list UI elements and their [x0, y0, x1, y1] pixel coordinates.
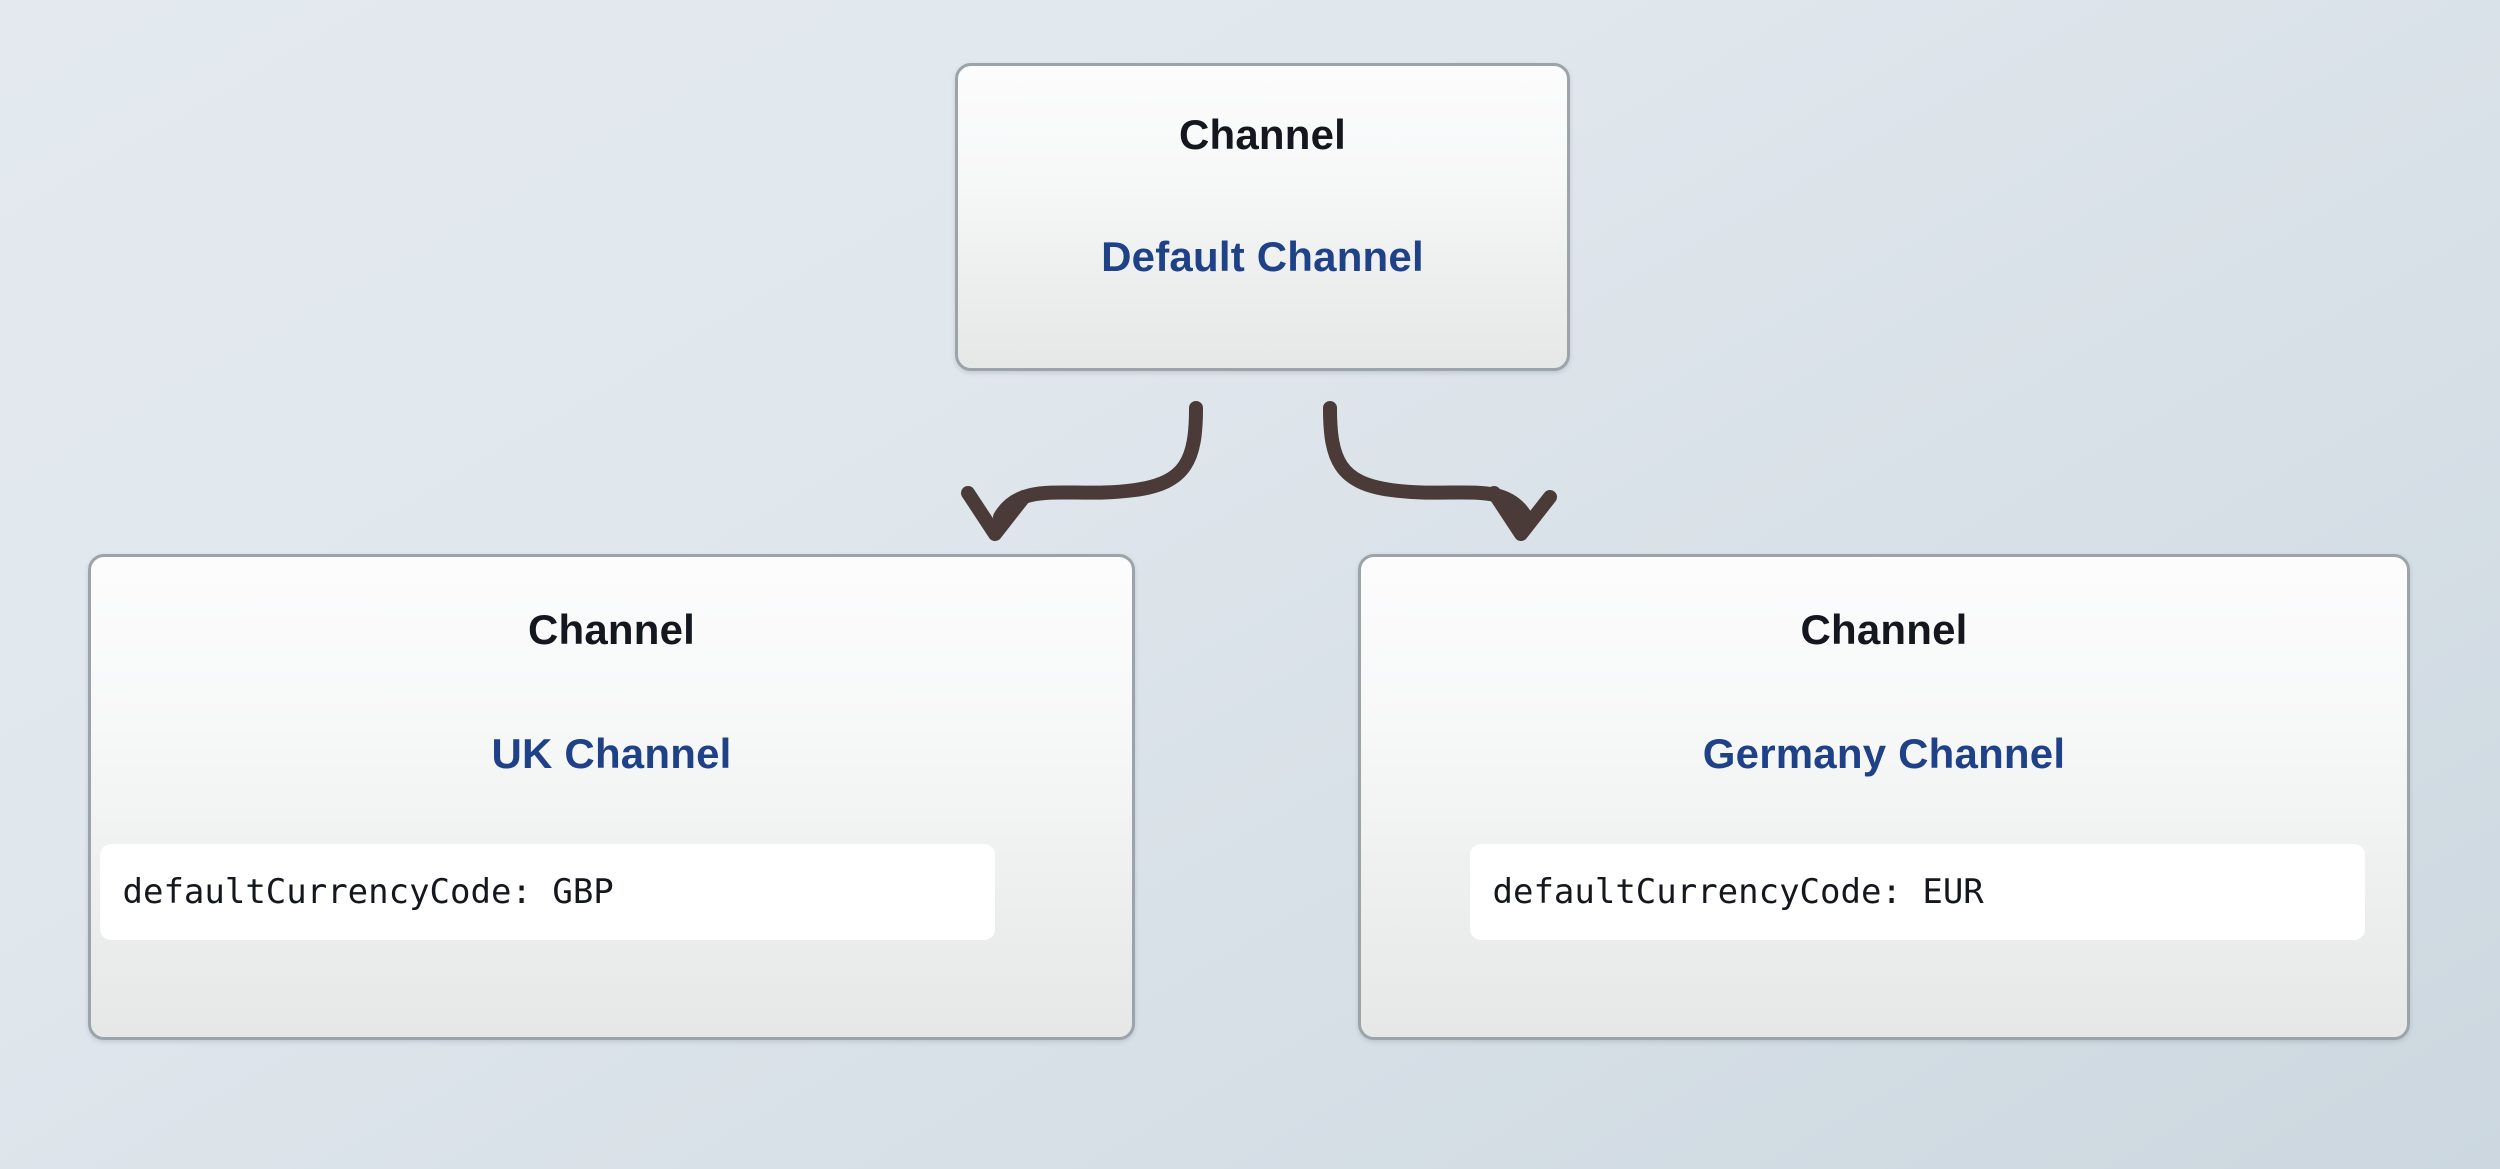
property-chip: defaultCurrencyCode: EUR	[1469, 844, 2365, 940]
edge-root-to-germany-arrowhead	[1487, 486, 1557, 541]
node-title-label: Germany Channel	[1702, 730, 2066, 777]
edge-root-to-germany-path	[1323, 401, 1533, 524]
node-title-label: Default Channel	[1101, 233, 1424, 280]
edge-root-to-uk-path	[993, 401, 1203, 524]
node-germany-channel[interactable]: Channel Germany Channel defaultCurrencyC…	[1358, 554, 2410, 1040]
node-type-label: Channel	[1800, 606, 1968, 653]
node-type-label: Channel	[1178, 111, 1347, 158]
edge-root-to-uk	[961, 401, 1203, 541]
edge-root-to-uk-arrowhead	[961, 486, 1031, 541]
node-type-label: Channel	[527, 606, 696, 653]
node-title-label: UK Channel	[491, 730, 732, 777]
node-uk-channel[interactable]: Channel UK Channel defaultCurrencyCode: …	[88, 554, 1135, 1040]
node-default-channel[interactable]: Channel Default Channel	[955, 63, 1570, 371]
property-chip: defaultCurrencyCode: GBP	[99, 844, 995, 940]
edge-root-to-germany	[1323, 401, 1557, 541]
